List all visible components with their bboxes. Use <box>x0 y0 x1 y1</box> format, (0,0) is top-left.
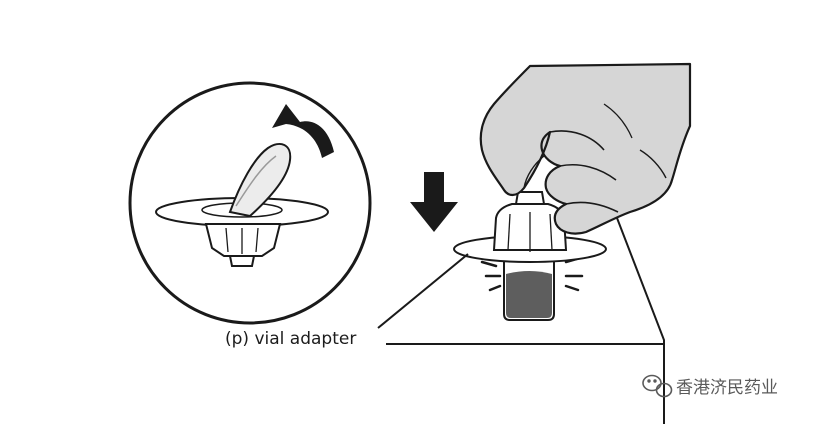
vial-adapter-spike <box>516 192 544 204</box>
watermark-text: 香港济民药业 <box>676 378 778 398</box>
peel-lid-inset <box>130 83 370 323</box>
callout-leader-line <box>378 254 468 328</box>
vial-liquid <box>506 271 552 318</box>
down-arrow-icon <box>410 172 458 232</box>
callout-label: (p) vial adapter <box>225 329 356 349</box>
wechat-icon <box>643 376 672 397</box>
adapter-body <box>206 224 280 256</box>
adapter-tip <box>230 256 254 266</box>
